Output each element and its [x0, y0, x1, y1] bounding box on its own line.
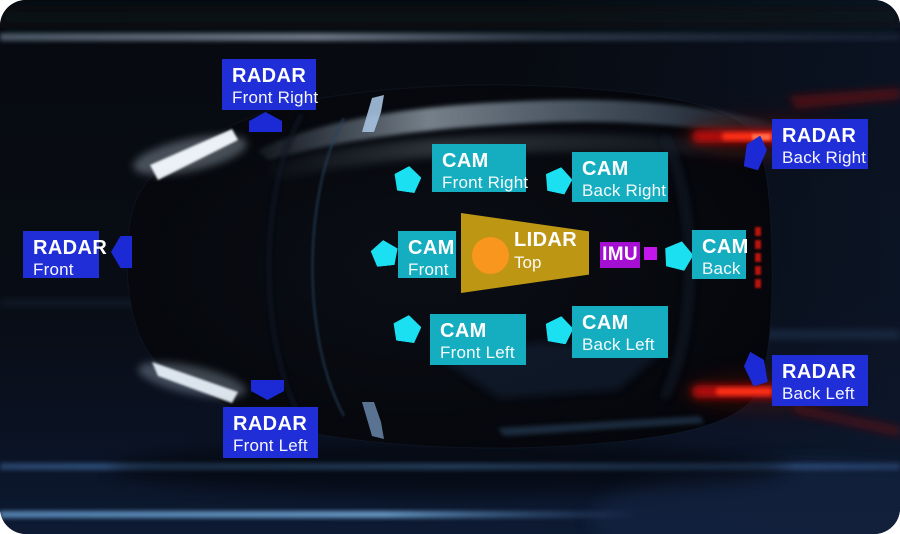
sensor-type: CAM	[702, 236, 749, 258]
radar-front-marker	[111, 236, 132, 268]
imu-label: IMU	[600, 242, 640, 268]
radar-front-left-label: RADAR Front Left	[223, 407, 318, 458]
cam-back-label: CAM Back	[692, 230, 749, 279]
sensor-type: CAM	[582, 312, 629, 334]
cam-front-left-label: CAM Front Left	[430, 314, 526, 365]
cam-front-label: CAM Front	[398, 231, 456, 279]
sensor-type: RADAR	[782, 125, 857, 147]
sensor-position: Back Left	[782, 384, 855, 403]
radar-front-label: RADAR Front	[23, 231, 108, 279]
side-mirror-right	[362, 95, 384, 132]
sensor-type: CAM	[440, 320, 487, 342]
radar-front-right-label: RADAR Front Right	[222, 59, 319, 110]
cam-back-right-label: CAM Back Right	[572, 152, 668, 202]
sensor-position: Front Right	[442, 173, 529, 192]
sensor-type: RADAR	[33, 237, 108, 259]
headlights	[133, 129, 247, 403]
sensor-position: Front	[33, 260, 74, 279]
windshield-edge	[311, 117, 346, 417]
sensor-position: Front Left	[233, 436, 308, 455]
bottom-light-streak	[0, 511, 640, 518]
lidar-sensor-dot	[472, 237, 509, 274]
rear-window-edge	[660, 134, 693, 400]
sensor-type: RADAR	[782, 361, 857, 383]
top-light-streak	[0, 33, 900, 41]
sensor-position: Top	[514, 253, 542, 272]
sensor-position: Back	[702, 259, 741, 278]
sensor-position: Back Right	[582, 181, 667, 200]
sensor-type: RADAR	[232, 65, 307, 87]
sensor-type: CAM	[408, 237, 455, 259]
sensor-position: Back Left	[582, 335, 655, 354]
radar-back-right-label: RADAR Back Right	[772, 119, 868, 169]
side-mirror-left	[362, 402, 384, 439]
sensor-type: CAM	[582, 158, 629, 180]
sensor-position: Front Left	[440, 343, 515, 362]
sensor-type: CAM	[442, 150, 489, 172]
sensor-position: Front	[408, 260, 449, 279]
cam-front-right-label: CAM Front Right	[432, 144, 529, 192]
car-side-highlight	[258, 99, 826, 160]
imu-marker	[644, 247, 657, 260]
sensor-position: Front Right	[232, 88, 319, 107]
radar-back-left-label: RADAR Back Left	[772, 355, 868, 406]
sensor-position: Back Right	[782, 148, 867, 167]
radar-front-right-marker	[249, 112, 282, 132]
radar-front-left-marker	[251, 380, 284, 400]
sensor-type: RADAR	[233, 413, 308, 435]
cam-back-left-label: CAM Back Left	[572, 306, 668, 358]
sensor-type: LIDAR	[514, 229, 578, 251]
